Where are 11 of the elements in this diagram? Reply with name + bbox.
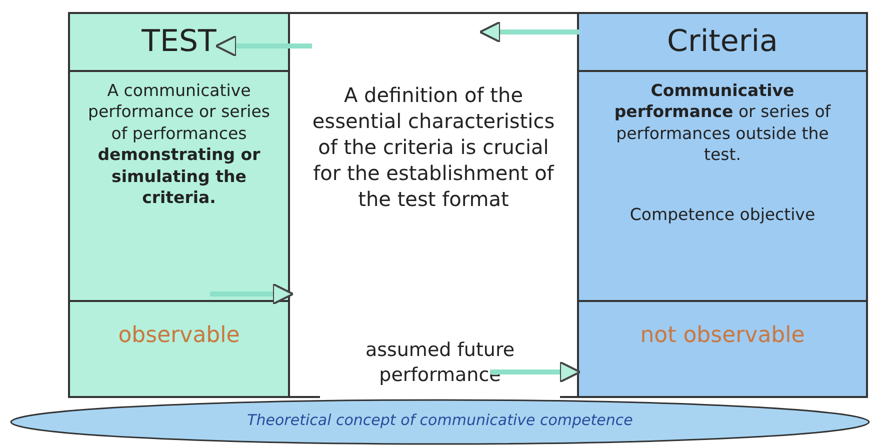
block-arrow — [210, 283, 294, 305]
ellipse-base: Theoretical concept of communicative competence — [10, 399, 870, 445]
block-arrow — [215, 35, 312, 57]
block-arrow — [479, 21, 579, 43]
description-cell: Communicative performance or series of performances outside the test. Competence objective — [577, 72, 868, 300]
label-cell: observable — [68, 300, 290, 398]
header-cell: TEST — [68, 12, 290, 72]
block-arrow — [490, 361, 581, 383]
label-cell: not observable — [577, 300, 868, 398]
description-cell: A communicative performance or series of performances demonstrating or simulating the criteria. — [68, 72, 290, 300]
header-cell: Criteria — [577, 12, 868, 72]
